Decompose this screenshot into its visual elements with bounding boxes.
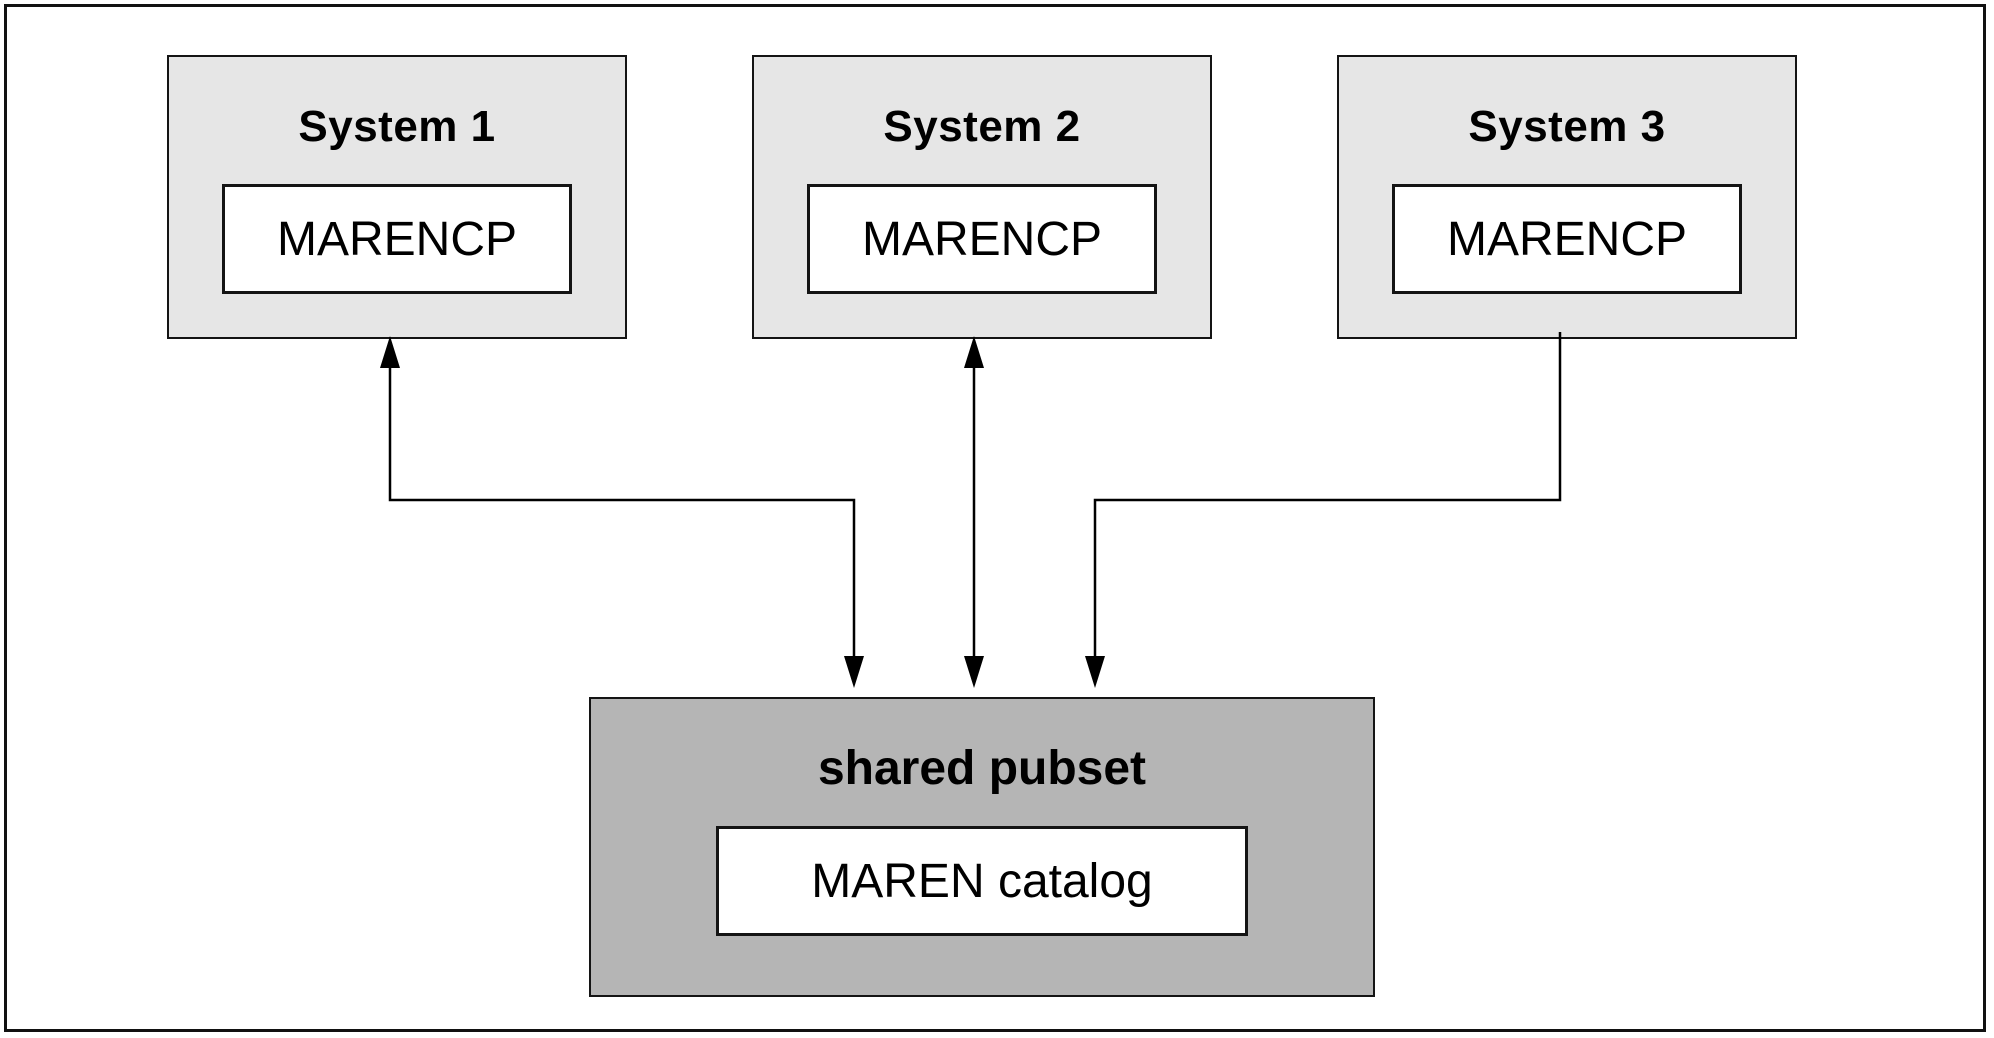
maren-catalog-label: MAREN catalog — [811, 854, 1153, 908]
maren-catalog-box: MAREN catalog — [716, 826, 1248, 936]
system-2-marencp-label: MARENCP — [861, 212, 1103, 266]
system-2-title: System 2 — [883, 102, 1081, 151]
system-3-marencp-box: MARENCP — [1392, 184, 1742, 294]
system-1-title: System 1 — [298, 102, 496, 151]
system-3-box: System 3 MARENCP — [1337, 55, 1797, 339]
shared-pubset-box: shared pubset MAREN catalog — [589, 697, 1375, 997]
system-3-title: System 3 — [1468, 102, 1666, 151]
system-1-box: System 1 MARENCP — [167, 55, 627, 339]
shared-pubset-title: shared pubset — [817, 742, 1147, 795]
system-3-marencp-label: MARENCP — [1446, 212, 1688, 266]
system-1-marencp-label: MARENCP — [276, 212, 518, 266]
system-2-box: System 2 MARENCP — [752, 55, 1212, 339]
system-1-marencp-box: MARENCP — [222, 184, 572, 294]
system-2-marencp-box: MARENCP — [807, 184, 1157, 294]
figure-frame: System 1 MARENCP System 2 MARENCP System… — [4, 4, 1986, 1032]
